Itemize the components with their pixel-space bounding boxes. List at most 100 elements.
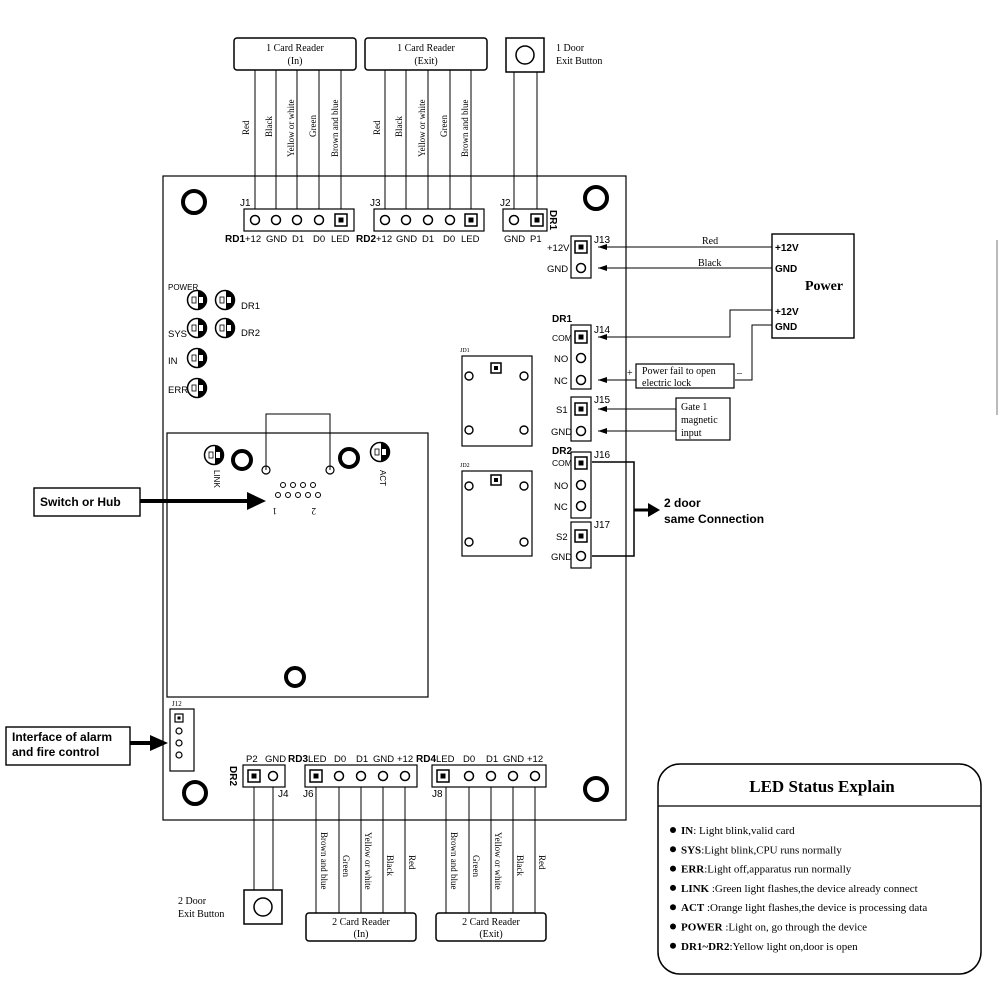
two-door-bracket: 2 door same Connection (592, 461, 764, 557)
power-title: Power (805, 279, 843, 294)
led-err-icon (186, 377, 208, 399)
rd3-label: RD3 (288, 754, 308, 765)
pin-label: GND (504, 234, 525, 245)
two-door-label-line1: 2 door (664, 496, 701, 510)
pin-label: D1 (422, 234, 434, 245)
pin-label: D1 (356, 754, 368, 765)
reader-1-exit-wires: Red Black Yellow or white Green Brown an… (372, 70, 472, 220)
wire-color-yellow-white: Yellow or white (363, 832, 373, 890)
pin-label: +12V (547, 243, 570, 254)
j12-label: J12 (172, 700, 182, 708)
door-1-exit-label-line2: Exit Button (556, 56, 602, 67)
lock-plus: + (627, 368, 633, 379)
gate-label-line2: magnetic (681, 415, 718, 426)
connector-j13: J13 +12V GND (547, 235, 611, 279)
pin-label: LED (308, 754, 327, 765)
legend-item: ACT :Orange light flashes,the device is … (681, 902, 927, 914)
led-link-icon (203, 444, 225, 466)
power-gnd-label: GND (775, 322, 797, 333)
led-label-act: ACT (378, 470, 387, 486)
card-reader-1-exit: 1 Card Reader (Exit) (364, 37, 488, 71)
j16-label: J16 (594, 450, 611, 461)
rj45-port: 1 2 (273, 482, 321, 516)
pin-label: +12 (527, 754, 543, 765)
switch-hub-label: Switch or Hub (40, 495, 121, 509)
reader-label-line2: (Exit) (479, 929, 502, 940)
mounting-holes (181, 185, 609, 806)
led-label-dr1: DR1 (241, 301, 260, 312)
pin-label: NC (554, 376, 568, 387)
power-wires: Red Black (598, 236, 772, 381)
j4-label: J4 (278, 789, 289, 800)
led-label-link: LINK (212, 470, 221, 488)
wire-black-label: Black (698, 258, 721, 269)
power-p12-label: +12V (775, 307, 799, 318)
pin-label: D0 (463, 754, 475, 765)
door-2-exit-button: 2 Door Exit Button (178, 880, 283, 925)
rj45-pin1: 1 (273, 506, 278, 516)
pin-label: S1 (556, 405, 568, 416)
dr2-label: DR2 (227, 766, 238, 786)
j8-label: J8 (432, 789, 443, 800)
power-supply: +12V GND +12V GND Power (771, 233, 855, 339)
pin-label: NC (554, 502, 568, 513)
led-label-err: ERR (168, 385, 188, 396)
alarm-fire-interface: Interface of alarm and fire control (5, 726, 168, 766)
power-p12-label: +12V (775, 243, 799, 254)
led-label-sys: SYS (168, 329, 187, 340)
pin-label: D0 (334, 754, 346, 765)
reader-label-line2: (In) (288, 56, 303, 67)
gate-label-line1: Gate 1 (681, 402, 707, 413)
status-leds: POWER SYS IN ERR DR1 DR2 (168, 283, 260, 396)
wire-color-brown-blue: Brown and blue (330, 100, 340, 158)
reader-label-line1: 1 Card Reader (397, 43, 455, 54)
led-act-icon (369, 441, 391, 463)
jd2-label: JD2 (460, 463, 470, 469)
wire-color-black: Black (515, 855, 525, 876)
pin-label: NO (554, 354, 568, 365)
connector-j17: J17 S2 GND (551, 520, 611, 569)
rd4-label: RD4 (416, 754, 436, 765)
legend-item: DR1~DR2:Yellow light on,door is open (681, 941, 858, 953)
led-label-dr2: DR2 (241, 328, 260, 339)
legend-item: POWER :Light on, go through the device (681, 922, 867, 934)
reader-label-line2: (In) (354, 929, 369, 940)
legend-bullet (670, 846, 676, 853)
power-gnd-label: GND (775, 264, 797, 275)
reader-label-line1: 1 Card Reader (266, 43, 324, 54)
connector-j14: DR1 J14 COM NO NC (552, 314, 611, 390)
door-1-exit-label-line1: 1 Door (556, 43, 585, 54)
wire-color-brown-blue: Brown and blue (449, 832, 459, 890)
pin-label: +12 (245, 234, 261, 245)
j17-label: J17 (594, 520, 611, 531)
led-sys-icon (186, 317, 208, 339)
electric-lock: Power fail to open electric lock + – (598, 363, 743, 389)
controller-board (162, 175, 627, 821)
j1-label: J1 (240, 198, 251, 209)
network-module: 1 2 LINK ACT (166, 413, 429, 698)
j14-label: J14 (594, 325, 611, 336)
dr1-label: DR1 (547, 210, 558, 230)
wire-color-yellow-white: Yellow or white (417, 99, 427, 157)
wire-color-red: Red (372, 120, 382, 135)
dr2-label: DR2 (552, 446, 572, 457)
legend-item: IN: Light blink,valid card (681, 825, 795, 837)
led-power-icon (186, 289, 208, 311)
wire-color-yellow-white: Yellow or white (286, 99, 296, 157)
wire-color-red: Red (537, 855, 547, 870)
wire-color-red: Red (407, 855, 417, 870)
legend-bullet (670, 904, 676, 911)
pin-label: D0 (313, 234, 325, 245)
pin-label: P1 (530, 234, 542, 245)
legend-bullet (670, 827, 676, 833)
led-status-legend: LED Status Explain IN: Light blink,valid… (657, 763, 982, 975)
connector-j4: P2 GND DR2 J4 (227, 754, 289, 880)
wire-color-black: Black (385, 855, 395, 876)
pin-label: GND (551, 552, 572, 563)
jd1-label: JD1 (460, 348, 470, 354)
two-door-label-line2: same Connection (664, 512, 764, 526)
pin-label: +12 (376, 234, 392, 245)
rd2-label: RD2 (356, 234, 376, 245)
